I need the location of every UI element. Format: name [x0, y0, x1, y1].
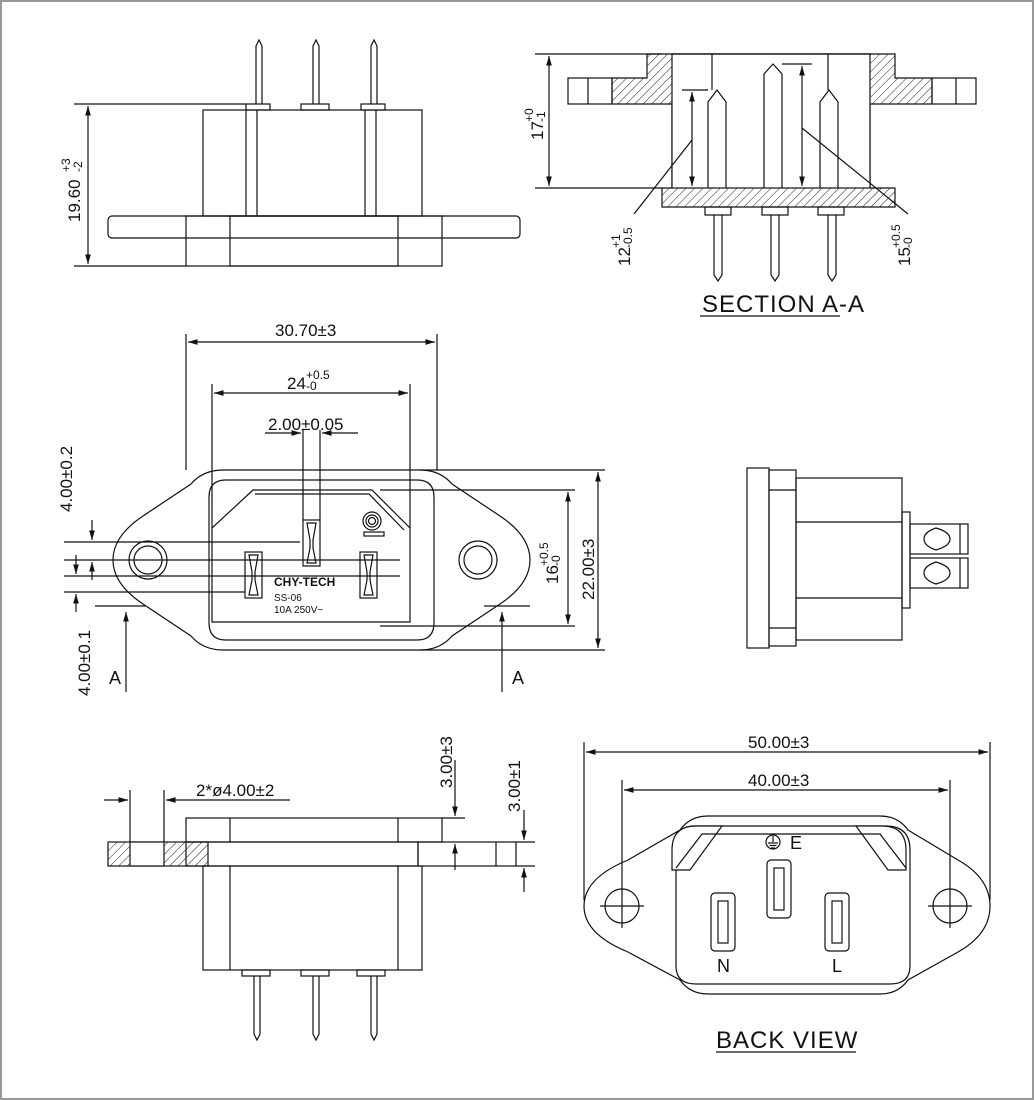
svg-text:24: 24: [287, 374, 306, 393]
svg-text:-1: -1: [534, 111, 548, 122]
live-label: L: [832, 956, 842, 976]
overall-width-dimension: 50.00±3: [748, 733, 809, 752]
outer-height-dimension: 22.00±3: [579, 539, 598, 600]
top-offset-dimension: 4.00±0.2: [57, 446, 76, 512]
svg-text:-0: -0: [901, 237, 915, 248]
svg-text:-2: -2: [71, 161, 85, 172]
flange-thickness-dimension: 3.00±1: [505, 760, 524, 812]
svg-text:+0.5: +0.5: [306, 368, 330, 382]
flange-gap-dimension: 3.00±3: [437, 736, 456, 788]
hole-spacing-dimension: 40.00±3: [748, 771, 809, 790]
bottom-side-view: [104, 760, 535, 1042]
section-mark-right: A: [512, 668, 524, 688]
section-short-pin-dimension: 12 +1 -0.5: [609, 227, 635, 266]
section-depth-dimension: 17 +0 -1: [522, 108, 548, 140]
back-view: [583, 742, 991, 1053]
svg-text:17: 17: [528, 121, 547, 140]
brand-marking: CHY-TECH: [274, 575, 335, 589]
inner-height-dimension: 16 +0.5 -0: [537, 542, 563, 584]
section-long-pin-dimension: 15 +0.5 -0: [889, 224, 915, 266]
svg-text:-0.5: -0.5: [621, 227, 635, 248]
svg-text:12: 12: [615, 247, 634, 266]
svg-text:+1: +1: [609, 234, 623, 248]
earth-label: E: [790, 833, 802, 853]
bottom-offset-dimension: 4.00±0.1: [75, 630, 94, 696]
front-view: [64, 334, 605, 692]
svg-text:+0: +0: [522, 108, 536, 122]
inner-width-dimension: 24 +0.5 -0: [287, 368, 330, 393]
neutral-label: N: [717, 956, 730, 976]
outer-width-dimension: 30.70±3: [275, 321, 336, 340]
rating-marking: 10A 250V~: [274, 605, 323, 616]
section-a-a: [535, 53, 977, 317]
svg-text:15: 15: [895, 247, 914, 266]
svg-text:-0: -0: [306, 379, 317, 393]
svg-text:+0.5: +0.5: [537, 542, 551, 566]
top-view-height-dimension: 19.60 +3 -2: [59, 158, 85, 222]
svg-text:+0.5: +0.5: [889, 224, 903, 248]
hole-diameter-dimension: 2*ø4.00±2: [196, 781, 274, 800]
svg-text:-0: -0: [549, 555, 563, 566]
back-view-title: BACK VIEW: [716, 1027, 858, 1054]
svg-text:16: 16: [543, 565, 562, 584]
section-mark-left: A: [109, 668, 121, 688]
model-marking: SS-06: [274, 593, 302, 604]
top-side-view: [74, 38, 521, 267]
section-title: SECTION A-A: [702, 291, 865, 318]
pin-width-dimension: 2.00±0.05: [268, 415, 344, 434]
svg-text:19.60: 19.60: [65, 179, 84, 222]
right-side-view: [746, 467, 969, 649]
svg-text:+3: +3: [59, 158, 73, 172]
